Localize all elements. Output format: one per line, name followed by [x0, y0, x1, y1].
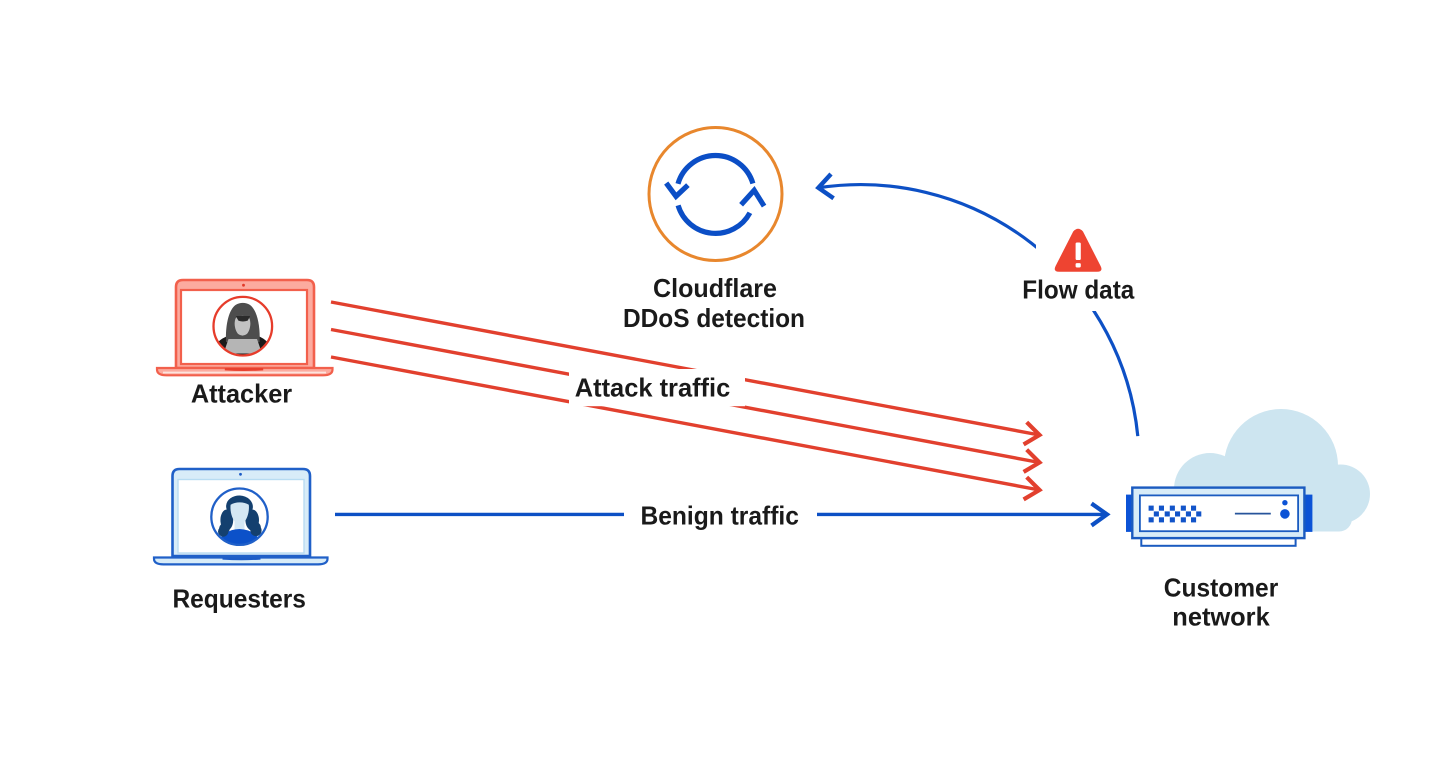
svg-text:Requesters: Requesters	[172, 584, 306, 614]
svg-text:DDoS detection: DDoS detection	[623, 303, 805, 333]
svg-text:Cloudflare: Cloudflare	[653, 273, 777, 303]
svg-text:Flow data: Flow data	[1022, 275, 1134, 305]
svg-text:Customer: Customer	[1164, 573, 1279, 603]
svg-text:Benign traffic: Benign traffic	[640, 501, 799, 531]
svg-text:network: network	[1172, 602, 1270, 632]
svg-text:Attack traffic: Attack traffic	[575, 373, 731, 403]
svg-text:Attacker: Attacker	[191, 379, 292, 409]
